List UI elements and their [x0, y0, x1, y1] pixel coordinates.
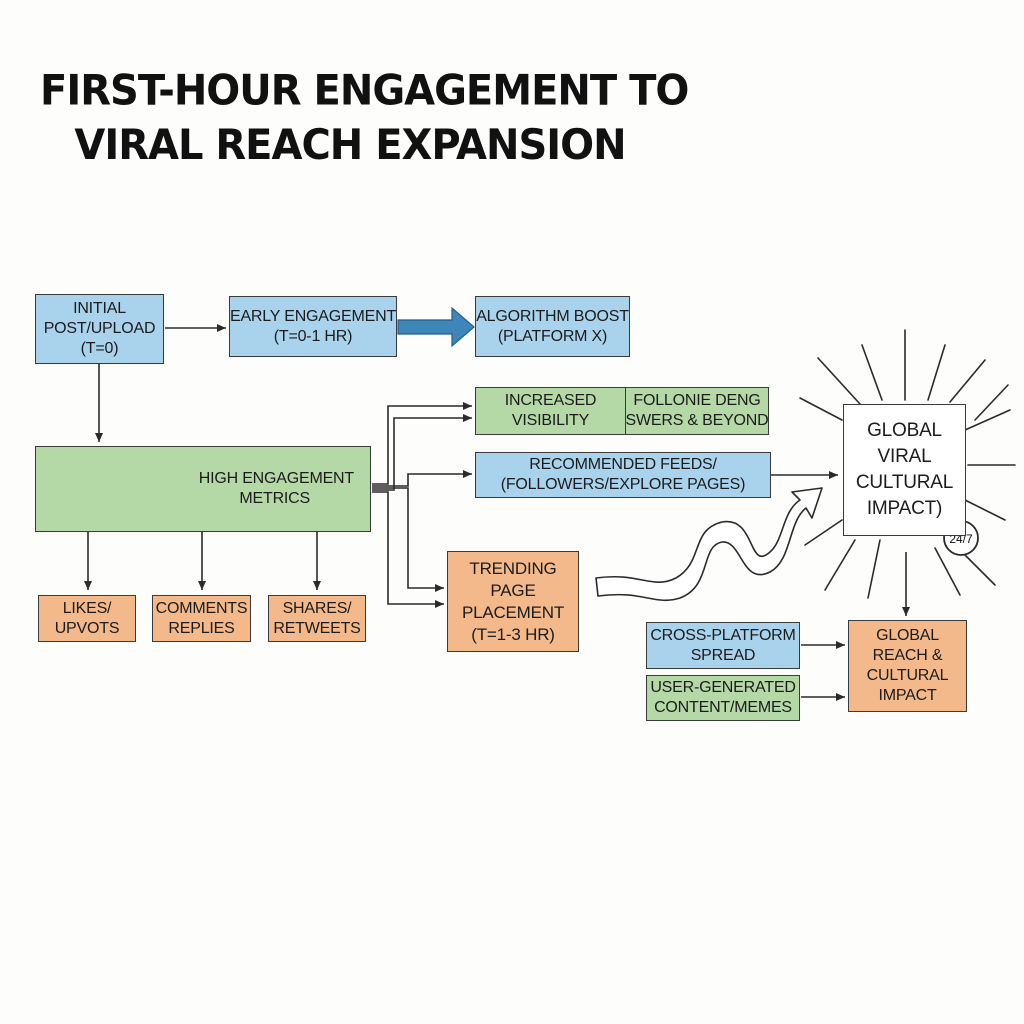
- node-text: INCREASED: [504, 392, 597, 409]
- boost-arrow: [397, 306, 475, 348]
- node-increased-visibility: INCREASED VISIBILITY: [475, 387, 626, 435]
- node-text: METRICS: [239, 490, 310, 507]
- node-text: CROSS-PLATFORM: [650, 626, 796, 644]
- node-text: REPLIES: [168, 619, 235, 637]
- node-text: (PLATFORM X): [497, 327, 608, 345]
- node-comments: COMMENTS REPLIES: [152, 595, 251, 642]
- node-text: USER-GENERATED: [650, 679, 796, 696]
- node-text: RETWEETS: [273, 619, 361, 637]
- title-line-2: VIRAL REACH EXPANSION: [74, 121, 626, 170]
- node-text: LIKES/: [62, 599, 112, 617]
- node-text: HIGH ENGAGEMENT: [198, 470, 354, 487]
- node-text: POST/UPLOAD: [43, 320, 156, 337]
- wave-arrow: [595, 487, 823, 602]
- node-text: SWERS & BEYOND: [625, 412, 769, 429]
- node-text: REACH &: [872, 647, 943, 664]
- node-algorithm-boost: ALGORITHM BOOST (PLATFORM X): [475, 296, 630, 357]
- node-text: IMPACT: [878, 687, 937, 704]
- burst-rays: [799, 329, 1016, 599]
- node-text: FOLLONIE DENG: [633, 392, 761, 409]
- node-text: IMPACT): [866, 498, 943, 519]
- node-text: PLACEMENT: [461, 602, 565, 622]
- node-recommended-feeds: RECOMMENDED FEEDS/ (FOLLOWERS/EXPLORE PA…: [475, 452, 771, 498]
- node-likes: LIKES/ UPVOTS: [38, 595, 136, 642]
- node-text: EARLY ENGAGEMENT: [229, 307, 397, 325]
- node-initial-post: INITIAL POST/UPLOAD (T=0): [35, 294, 164, 364]
- node-text: (T=1-3 HR): [471, 624, 555, 644]
- node-global-viral: GLOBAL VIRAL CULTURAL IMPACT): [843, 404, 966, 536]
- node-text: RECOMMENDED FEEDS/: [529, 456, 717, 473]
- node-cross-platform: CROSS-PLATFORM SPREAD: [646, 622, 800, 669]
- node-text: SPREAD: [690, 646, 756, 664]
- node-text: GLOBAL: [876, 627, 939, 644]
- node-user-generated: USER-GENERATED CONTENT/MEMES: [646, 675, 800, 721]
- node-text: SHARES/: [282, 599, 352, 617]
- node-early-engagement: EARLY ENGAGEMENT (T=0-1 HR): [229, 296, 397, 357]
- title-line-1: FIRST-HOUR ENGAGEMENT TO: [40, 66, 689, 115]
- node-text: ALGORITHM BOOST: [476, 307, 629, 325]
- node-text: VISIBILITY: [511, 412, 590, 429]
- node-text: CONTENT/MEMES: [654, 699, 792, 716]
- node-trending: TRENDING PAGE PLACEMENT (T=1-3 HR): [447, 551, 579, 652]
- node-text: CULTURAL: [866, 667, 949, 684]
- node-text: INITIAL: [73, 300, 126, 317]
- node-high-engagement: HIGH ENGAGEMENT METRICS: [35, 446, 371, 532]
- node-text: (T=0-1 HR): [273, 327, 353, 345]
- node-text: VIRAL: [877, 446, 932, 467]
- node-text: PAGE: [490, 580, 536, 600]
- node-text: (FOLLOWERS/EXPLORE PAGES): [500, 476, 746, 493]
- node-followers-beyond: FOLLONIE DENG SWERS & BEYOND: [625, 387, 769, 435]
- node-text: COMMENTS: [155, 599, 248, 617]
- node-global-reach: GLOBAL REACH & CULTURAL IMPACT: [848, 620, 967, 712]
- node-text: CULTURAL: [855, 472, 954, 493]
- node-text: TRENDING: [469, 558, 557, 578]
- diagram-title: FIRST-HOUR ENGAGEMENT TO VIRAL REACH EXP…: [40, 63, 689, 172]
- node-text: UPVOTS: [54, 619, 120, 637]
- node-text: GLOBAL: [867, 420, 942, 441]
- node-text: (T=0): [80, 340, 119, 357]
- node-shares: SHARES/ RETWEETS: [268, 595, 366, 642]
